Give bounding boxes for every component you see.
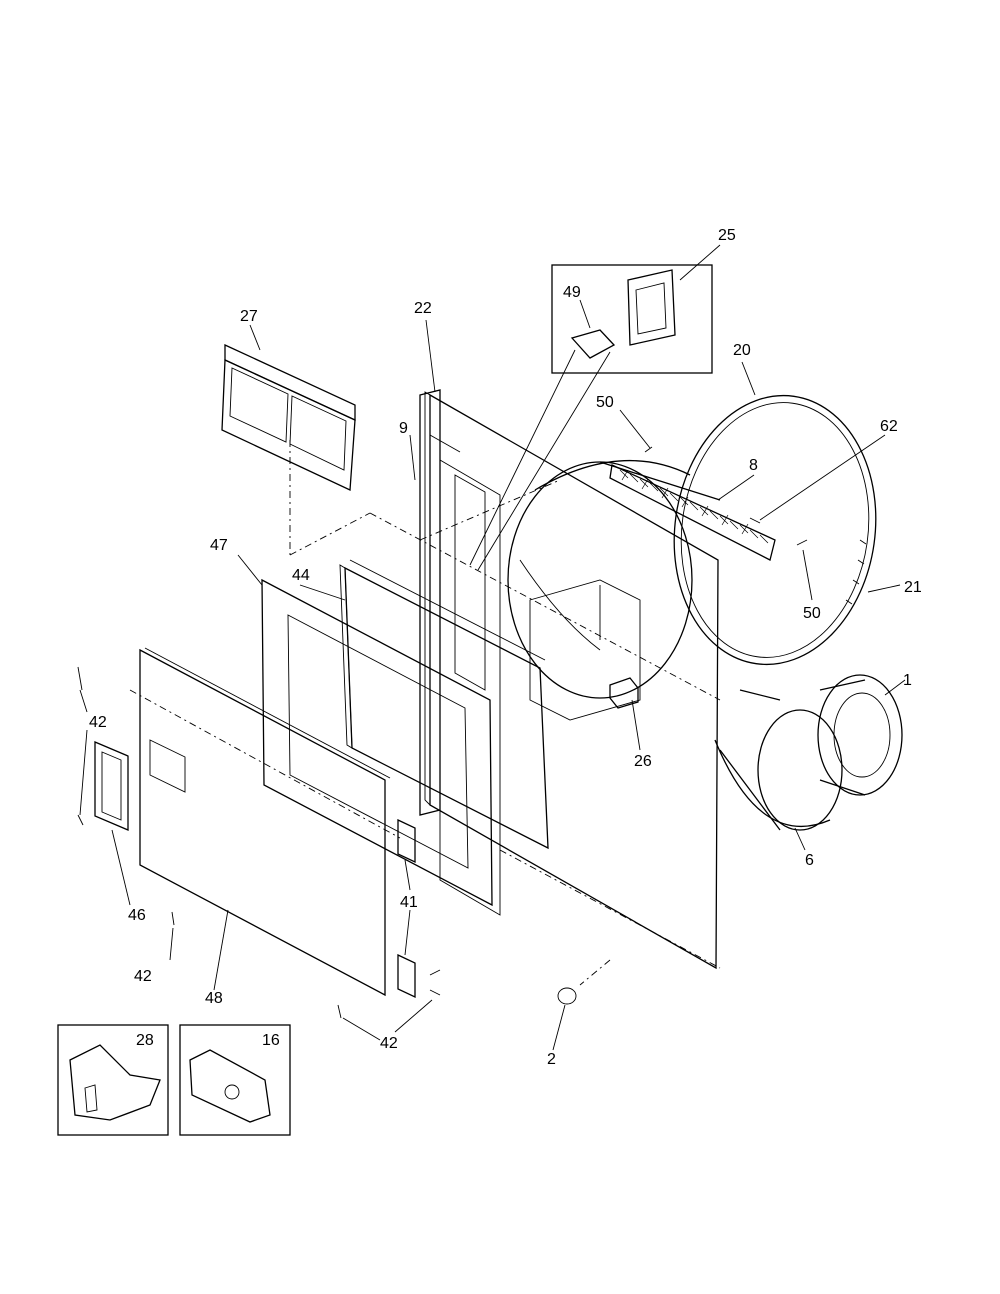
inner-door-panel bbox=[261, 578, 493, 907]
callout-41: 41 bbox=[400, 894, 418, 911]
callout-2: 2 bbox=[547, 1051, 556, 1068]
callout-27: 27 bbox=[240, 308, 258, 325]
callout-48: 48 bbox=[205, 990, 223, 1007]
callout-6: 6 bbox=[805, 852, 814, 869]
callouts: 25 49 22 27 20 50 62 9 8 47 44 21 50 1 4… bbox=[89, 227, 922, 1068]
callout-20: 20 bbox=[733, 342, 751, 359]
alignment-lines bbox=[129, 440, 721, 986]
callout-16: 16 bbox=[262, 1032, 280, 1049]
door-handle bbox=[94, 741, 129, 831]
callout-50b: 50 bbox=[803, 605, 821, 622]
callout-49: 49 bbox=[563, 284, 581, 301]
callout-28: 28 bbox=[136, 1032, 154, 1049]
callout-26: 26 bbox=[634, 753, 652, 770]
callout-50a: 50 bbox=[596, 394, 614, 411]
callout-47: 47 bbox=[210, 537, 228, 554]
callout-25: 25 bbox=[718, 227, 736, 244]
front-frame bbox=[339, 559, 549, 850]
callout-8: 8 bbox=[749, 457, 758, 474]
drum-rear-ring bbox=[673, 394, 877, 666]
callout-44: 44 bbox=[292, 567, 310, 584]
control-panel bbox=[221, 343, 356, 491]
side-panel bbox=[419, 389, 441, 816]
drum bbox=[507, 459, 721, 699]
callout-22: 22 bbox=[414, 300, 432, 317]
callout-42a: 42 bbox=[89, 714, 107, 731]
callout-42c: 42 bbox=[380, 1035, 398, 1052]
hinges bbox=[397, 818, 416, 999]
callout-1: 1 bbox=[903, 672, 912, 689]
inner-duct bbox=[529, 579, 641, 721]
callout-62: 62 bbox=[880, 418, 898, 435]
callout-21: 21 bbox=[904, 579, 922, 596]
lint-screen bbox=[609, 464, 776, 561]
leader-lines bbox=[79, 244, 906, 1051]
door-switch bbox=[609, 677, 639, 709]
inset-box-28 bbox=[57, 1024, 169, 1136]
rear-seal bbox=[817, 674, 903, 796]
callout-42b: 42 bbox=[134, 968, 152, 985]
callout-46: 46 bbox=[128, 907, 146, 924]
inset-box-16 bbox=[179, 1024, 291, 1136]
screws bbox=[77, 446, 808, 1019]
outer-door bbox=[139, 647, 391, 997]
blower-housing bbox=[714, 689, 843, 831]
callout-9: 9 bbox=[399, 420, 408, 437]
front-panel bbox=[424, 391, 719, 970]
inset-box-25-49 bbox=[469, 264, 713, 571]
